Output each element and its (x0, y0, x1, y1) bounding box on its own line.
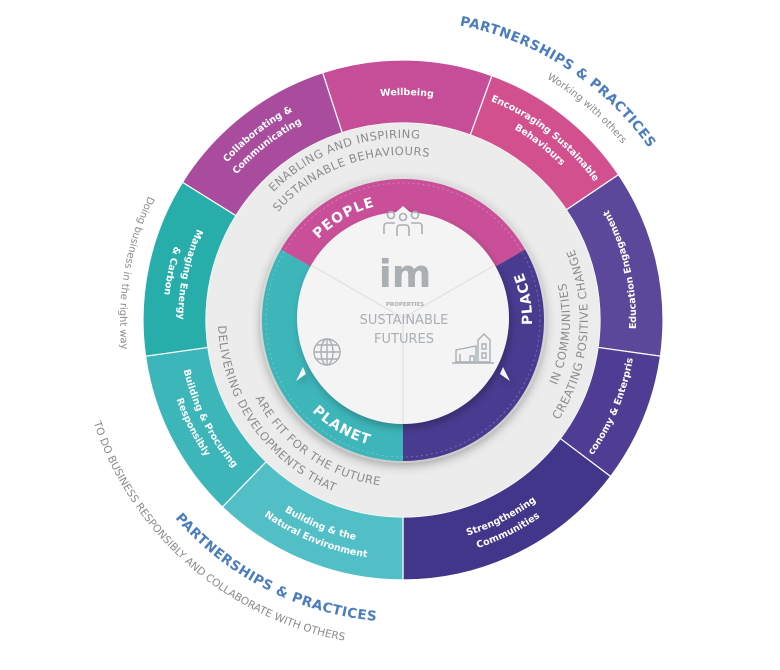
center-dividers (310, 264, 496, 424)
building-icon (452, 333, 494, 364)
logo-subtitle: PROPERTIES (386, 302, 424, 308)
center-title-line1: SUSTAINABLE (360, 313, 449, 328)
globe-icon (313, 338, 341, 366)
segment-label-wellbeing: Wellbeing (380, 87, 435, 100)
pillar-ring (261, 179, 544, 461)
center-title-line2: FUTURES (374, 332, 434, 347)
pillar-planet (261, 249, 403, 461)
pillar-people (280, 179, 526, 270)
pillar-place (403, 249, 544, 461)
logo-mark: im (379, 252, 432, 296)
people-icon (383, 210, 423, 236)
pillar-divider-circle (265, 182, 541, 458)
